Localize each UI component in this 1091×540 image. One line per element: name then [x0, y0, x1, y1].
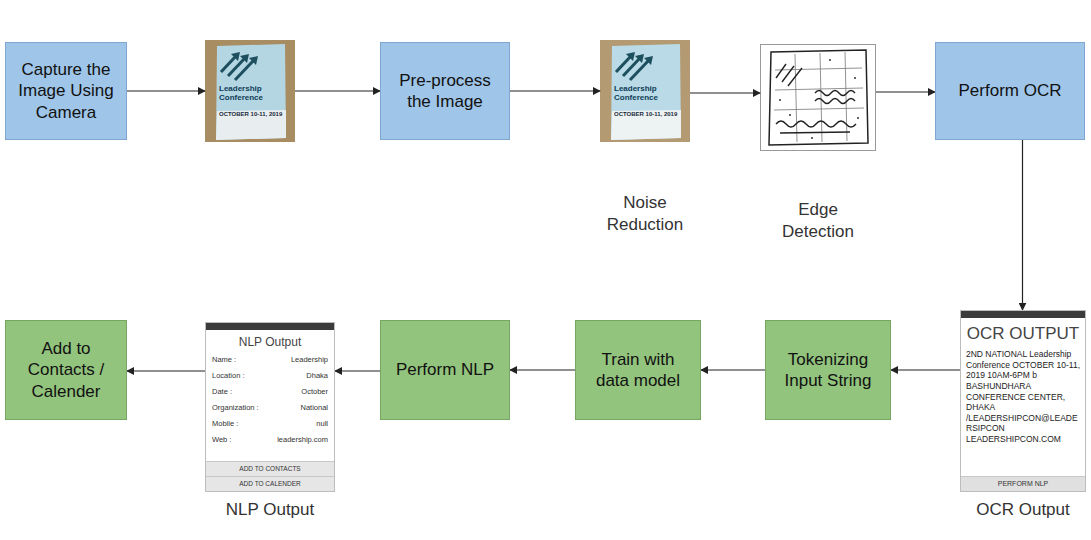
phone-screen: NLP OutputName : LeadershipLocation : Dhak…: [205, 322, 335, 492]
edge-detection-image: [761, 45, 876, 151]
flow-arrow: [510, 90, 600, 91]
flow-arrow: [1022, 140, 1023, 310]
edge-image: Edge Detection: [760, 44, 876, 151]
poster-date: OCTOBER 10-11, 2019: [219, 111, 283, 118]
flow-arrow: [690, 92, 760, 93]
field-value: leadership.com: [263, 435, 328, 444]
process-box: Tokenizing Input String: [765, 320, 891, 420]
field-name: Organization :: [212, 403, 259, 412]
flow-arrow: [127, 370, 205, 371]
flow-arrow: [701, 369, 765, 370]
field-value: null: [263, 419, 328, 428]
flow-arrow: [295, 90, 380, 91]
screen-title: NLP Output: [206, 332, 334, 353]
process-box: Train with data model: [575, 320, 701, 420]
image-caption: Edge Detection: [766, 199, 870, 243]
field-value: National: [263, 403, 328, 412]
field-name: Mobile :: [212, 419, 259, 428]
field-value: Dhaka: [263, 371, 328, 380]
box-label: Perform NLP: [389, 359, 501, 380]
field-name: Location :: [212, 371, 259, 380]
flow-arrow: [510, 369, 575, 370]
box-label: Pre-process the Image: [389, 70, 501, 113]
image-caption: Noise Reduction: [589, 192, 701, 236]
flow-arrow: [876, 91, 935, 92]
photo-node: Leadership ConferenceOCTOBER 10-11, 2019: [205, 40, 295, 142]
field-table: Name : LeadershipLocation : DhakaDate : Oct…: [206, 353, 334, 446]
box-label: Tokenizing Input String: [774, 349, 882, 392]
screen-button: PERFORM NLP: [961, 476, 1085, 491]
box-label: Add to Contacts / Calender: [14, 338, 118, 402]
field-value: Leadership: [263, 355, 328, 364]
poster-title: Leadership Conference: [614, 84, 676, 102]
box-label: Train with data model: [584, 349, 692, 392]
phone-screen: OCR OUTPUT2ND NATIONAL Leadership Confer…: [960, 310, 1086, 492]
screen-button: ADD TO CALENDER: [206, 476, 334, 491]
poster-date: OCTOBER 10-11, 2019: [614, 111, 678, 118]
field-name: Date :: [212, 387, 259, 396]
process-box: Capture the Image Using Camera: [5, 42, 127, 140]
box-label: Capture the Image Using Camera: [14, 59, 118, 123]
poster-photo: [205, 40, 295, 142]
box-label: Perform OCR: [944, 80, 1076, 101]
photo-node: Leadership ConferenceOCTOBER 10-11, 2019…: [600, 40, 690, 142]
poster-title: Leadership Conference: [219, 84, 281, 102]
screen-title: OCR OUTPUT: [961, 320, 1085, 346]
ocr-text: 2ND NATIONAL Leadership Conference OCTOB…: [961, 346, 1085, 448]
image-caption: NLP Output: [210, 499, 330, 521]
poster-photo: [600, 40, 690, 142]
process-box: Perform NLP: [380, 320, 510, 420]
process-box: Add to Contacts / Calender: [5, 320, 127, 420]
field-value: October: [263, 387, 328, 396]
process-box: Perform OCR: [935, 42, 1085, 140]
process-box: Pre-process the Image: [380, 42, 510, 140]
flow-arrow: [335, 370, 380, 371]
screen-button: ADD TO CONTACTS: [206, 461, 334, 476]
phone-screen-background: [205, 310, 1086, 492]
field-name: Name :: [212, 355, 259, 364]
field-name: Web :: [212, 435, 259, 444]
flow-arrow: [891, 369, 960, 370]
image-caption: OCR Output: [963, 499, 1083, 521]
flow-arrow: [127, 90, 205, 91]
